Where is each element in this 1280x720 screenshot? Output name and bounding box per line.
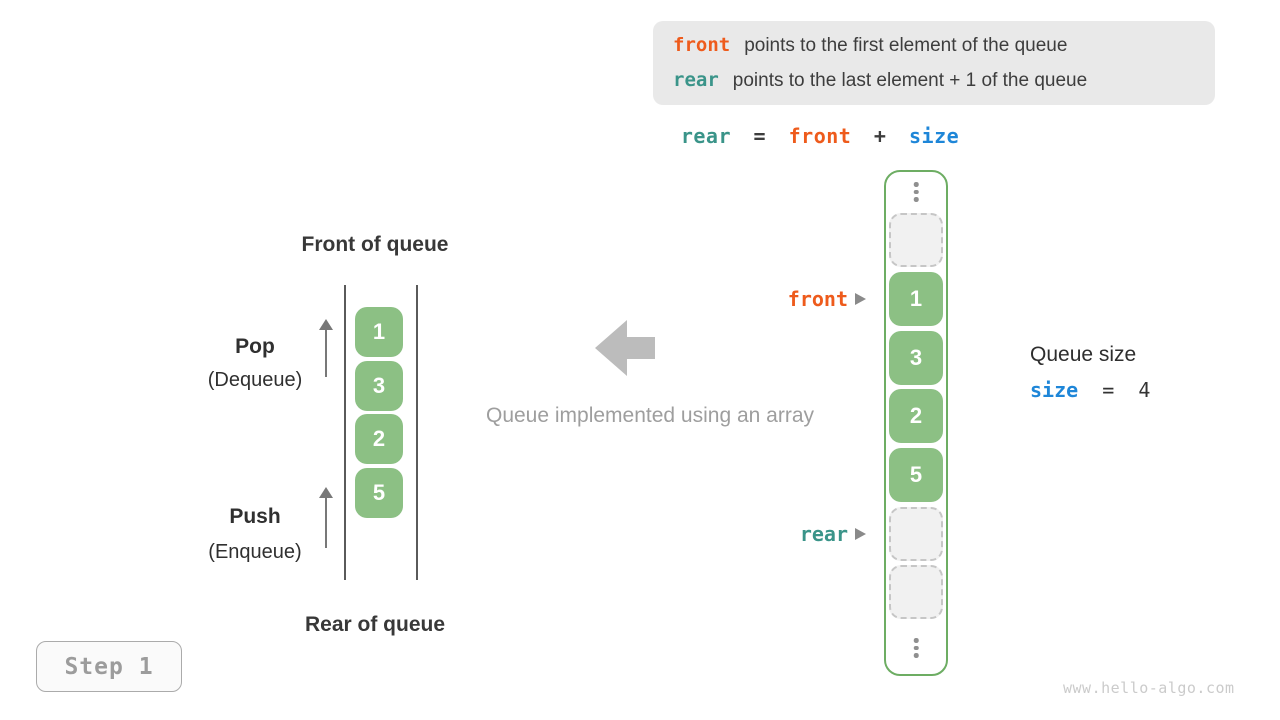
pointer-formula: rear = front + size bbox=[655, 124, 985, 148]
push-label: Push bbox=[229, 505, 281, 528]
pop-arrow-icon bbox=[318, 319, 334, 377]
formula-size: size bbox=[909, 124, 960, 148]
array-cell-empty bbox=[889, 213, 943, 267]
rear-keyword: rear bbox=[673, 69, 719, 91]
rear-of-queue-title: Rear of queue bbox=[304, 613, 446, 636]
left-queue-stack: 1 3 2 5 bbox=[355, 307, 403, 518]
formula-front: front bbox=[788, 124, 852, 148]
queue-size-equation: size = 4 bbox=[1030, 378, 1150, 402]
array-cell-value: 1 bbox=[889, 272, 943, 326]
rear-definition-line: rear points to the last element + 1 of t… bbox=[673, 63, 1195, 98]
queue-wall-right bbox=[416, 285, 418, 580]
array-cell-value: 2 bbox=[889, 389, 943, 443]
pointer-definitions-box: front points to the first element of the… bbox=[653, 21, 1215, 105]
left-queue-element: 5 bbox=[355, 467, 403, 518]
array-cell-value: 5 bbox=[889, 448, 943, 502]
left-block-arrow-icon bbox=[595, 320, 655, 376]
front-definition-line: front points to the first element of the… bbox=[673, 28, 1195, 63]
left-queue-element: 1 bbox=[355, 307, 403, 357]
left-queue-element: 2 bbox=[355, 414, 403, 464]
dequeue-label: (Dequeue) bbox=[207, 369, 303, 391]
watermark: www.hello-algo.com bbox=[1063, 679, 1235, 697]
front-pointer: front bbox=[700, 286, 866, 312]
right-arrowhead-icon bbox=[855, 528, 866, 540]
left-queue-element: 3 bbox=[355, 360, 403, 411]
rear-pointer: rear bbox=[700, 521, 866, 547]
diagram-caption: Queue implemented using an array bbox=[485, 404, 815, 427]
array-column: 1 3 2 5 bbox=[884, 170, 948, 676]
rear-pointer-label: rear bbox=[799, 522, 848, 546]
size-variable: size bbox=[1030, 378, 1079, 402]
ellipsis-top-icon bbox=[913, 182, 919, 202]
push-arrow-icon bbox=[318, 487, 334, 548]
front-of-queue-title: Front of queue bbox=[301, 233, 449, 256]
right-arrowhead-icon bbox=[855, 293, 866, 305]
step-badge: Step 1 bbox=[36, 641, 182, 692]
pop-label: Pop bbox=[235, 335, 275, 358]
array-cell-empty bbox=[889, 507, 943, 561]
array-cell-empty bbox=[889, 565, 943, 619]
size-equals: = bbox=[1102, 378, 1115, 402]
queue-wall-left bbox=[344, 285, 346, 580]
ellipsis-bottom-icon bbox=[913, 638, 919, 658]
front-definition-text: points to the first element of the queue bbox=[744, 35, 1068, 56]
queue-size-label: Queue size bbox=[1030, 343, 1137, 366]
formula-equals: = bbox=[753, 124, 767, 148]
array-cell-value: 3 bbox=[889, 331, 943, 385]
front-keyword: front bbox=[673, 34, 731, 56]
formula-rear: rear bbox=[680, 124, 731, 148]
front-pointer-label: front bbox=[787, 287, 848, 311]
enqueue-label: (Enqueue) bbox=[208, 541, 302, 563]
formula-plus: + bbox=[873, 124, 887, 148]
size-value: 4 bbox=[1138, 378, 1151, 402]
rear-definition-text: points to the last element + 1 of the qu… bbox=[732, 70, 1088, 91]
